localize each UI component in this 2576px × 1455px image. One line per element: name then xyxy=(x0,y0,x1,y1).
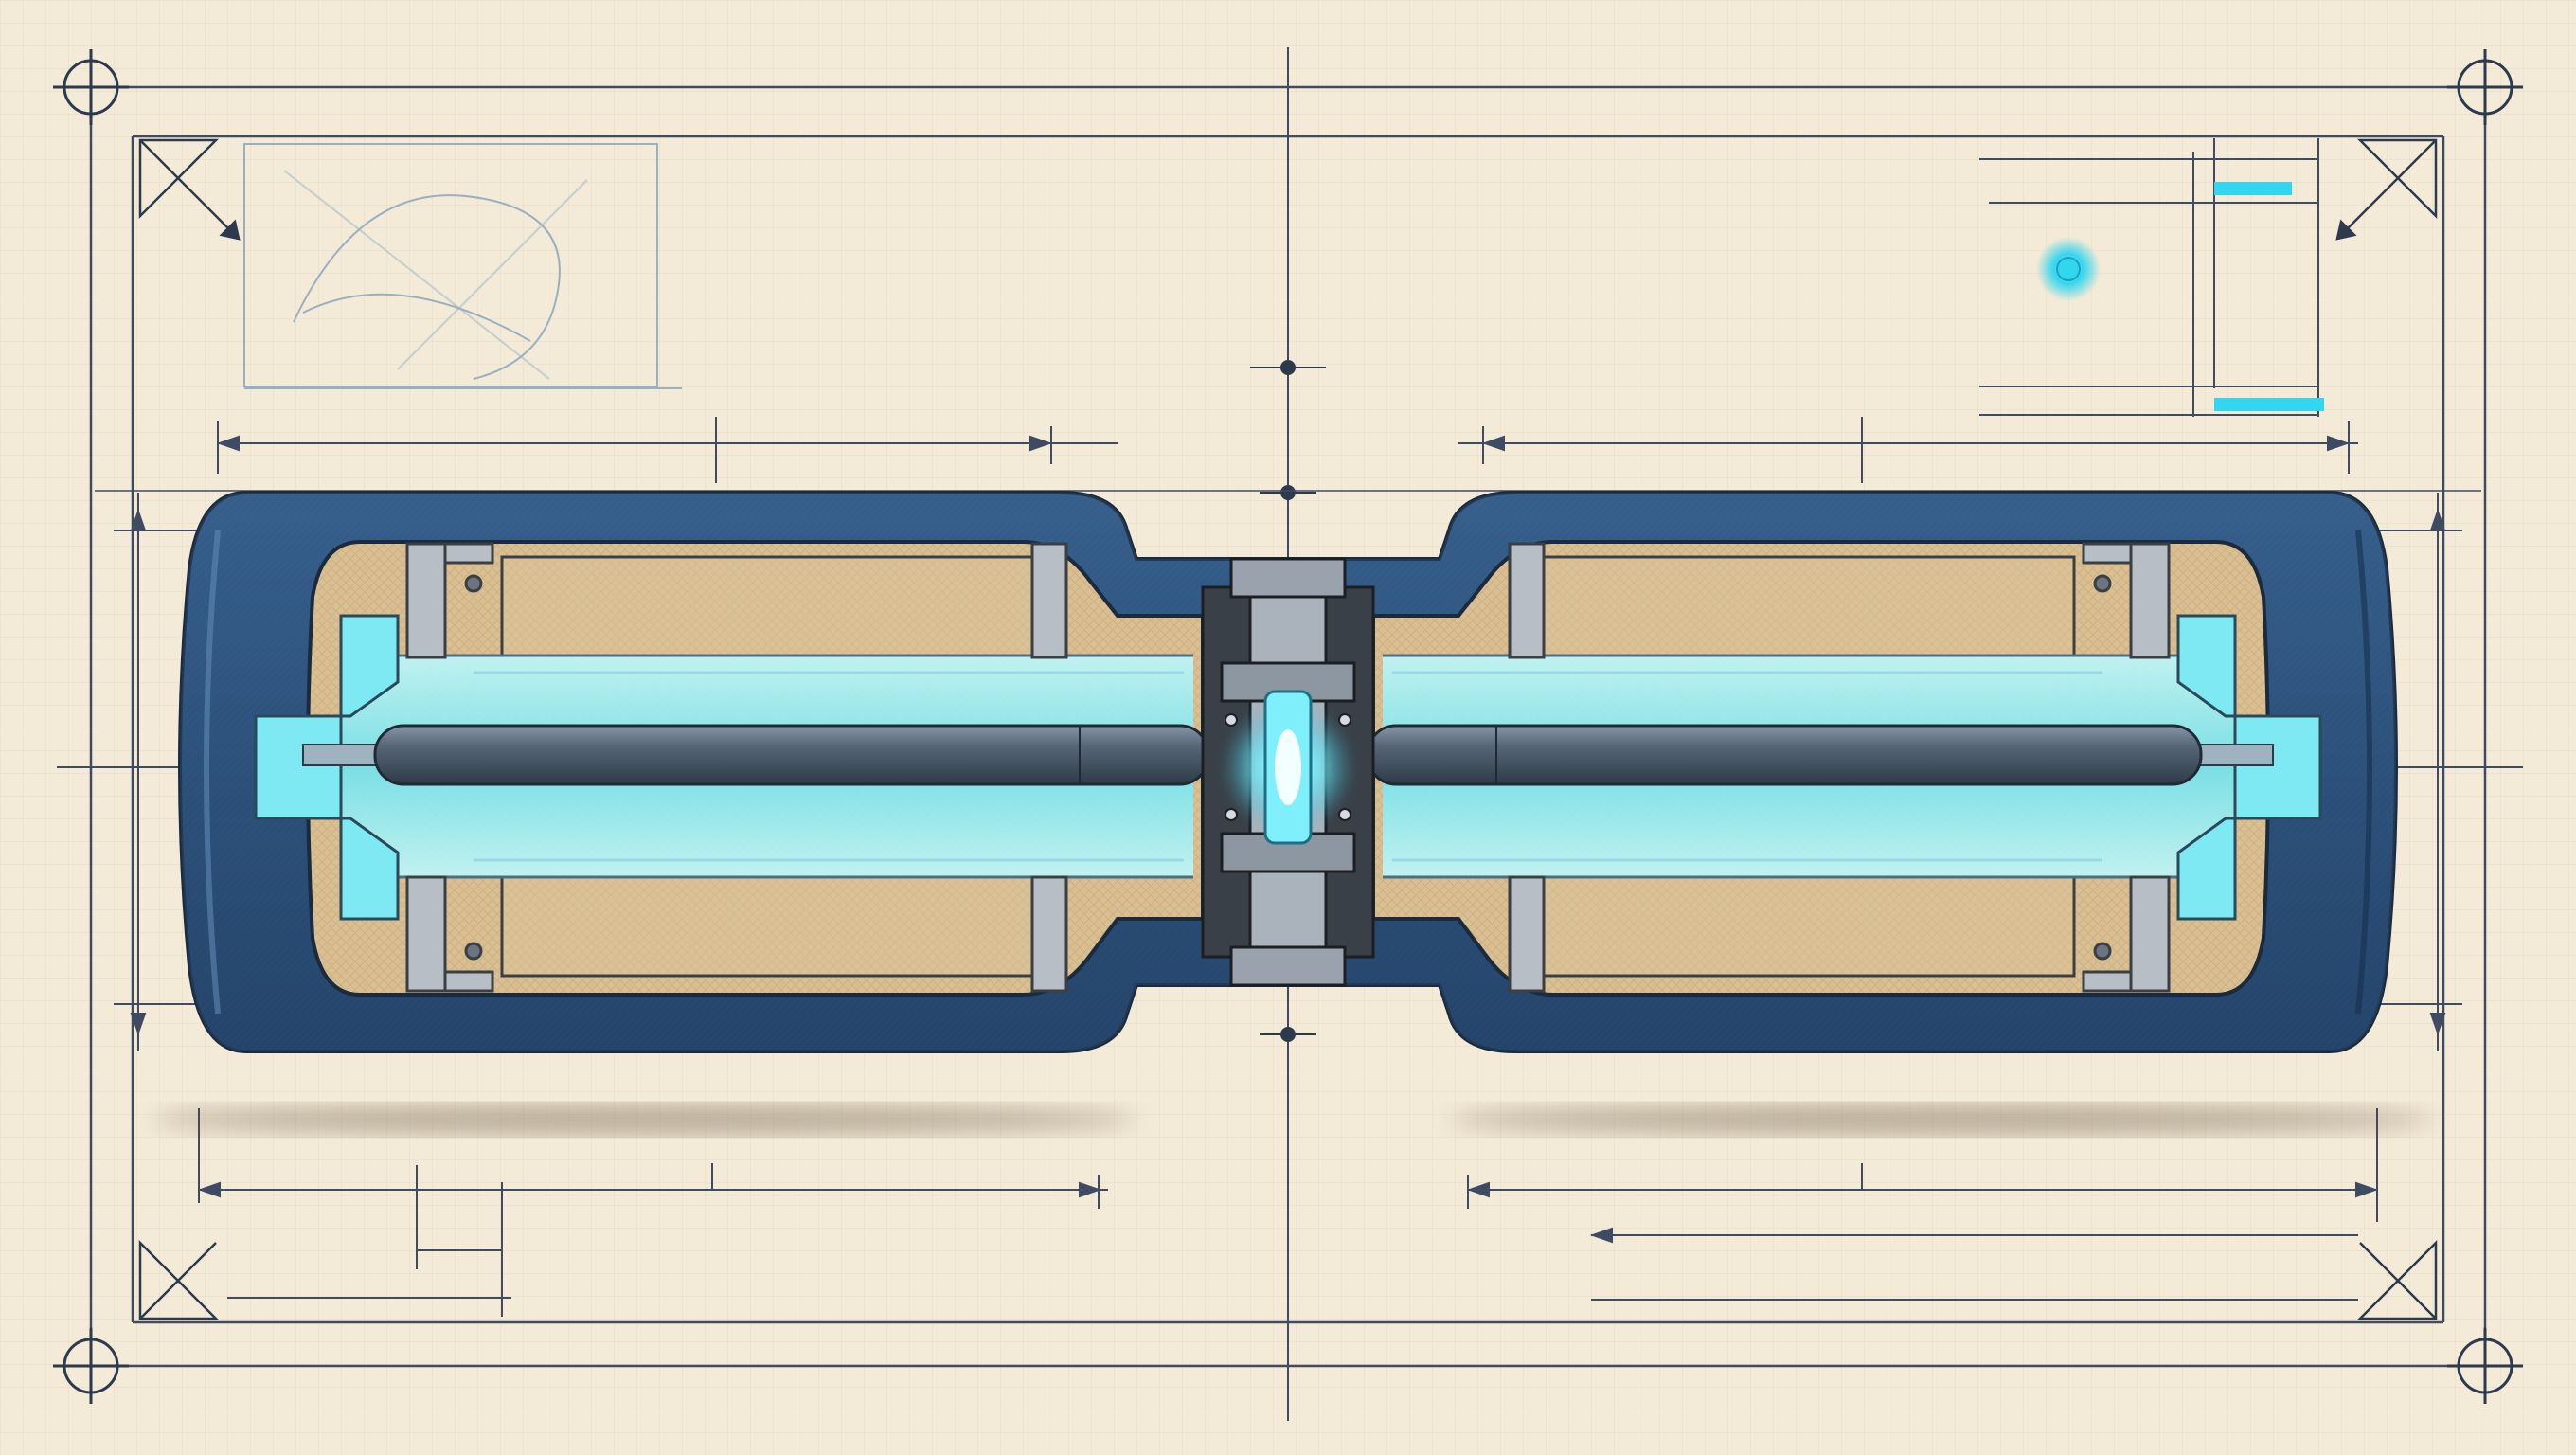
cast-shadow xyxy=(152,1105,1136,1135)
center-cross-icon xyxy=(1250,360,1326,375)
right-drive-rod xyxy=(1366,724,2203,786)
cast-shadow xyxy=(1449,1105,2434,1135)
drawing-frame xyxy=(89,85,2487,1368)
left-end-flange xyxy=(254,614,400,921)
left-upper-bracket xyxy=(405,542,494,659)
left-lower-bracket xyxy=(405,875,494,993)
right-lower-bracket xyxy=(2082,875,2171,993)
crosshair-circle-icon xyxy=(53,49,129,125)
construction-sketch xyxy=(243,143,682,389)
center-cross-icon xyxy=(1260,1027,1316,1042)
dimension-lines-bottom xyxy=(197,1108,2379,1317)
left-inner-bracket xyxy=(1030,542,1068,993)
right-end-flange xyxy=(2176,614,2322,921)
accent-bar xyxy=(2214,182,2292,195)
crosshair-circle-icon xyxy=(2447,49,2523,125)
dimension-lines-side xyxy=(114,493,2462,1051)
left-drive-rod xyxy=(373,724,1210,786)
corner-arrow-icon xyxy=(138,138,241,241)
corner-arrow-icon xyxy=(2356,1239,2438,1320)
corner-arrow-icon xyxy=(138,1239,220,1320)
crosshair-circle-icon xyxy=(2447,1328,2523,1404)
central-coupling xyxy=(1201,557,1375,987)
detail-callout xyxy=(1979,138,2319,417)
corner-arrow-icon xyxy=(2335,138,2438,241)
right-upper-bracket xyxy=(2082,542,2171,659)
crosshair-circle-icon xyxy=(53,1328,129,1404)
accent-bar xyxy=(2214,398,2324,411)
center-cross-icon xyxy=(1260,485,1316,500)
right-inner-bracket xyxy=(1508,542,1546,993)
